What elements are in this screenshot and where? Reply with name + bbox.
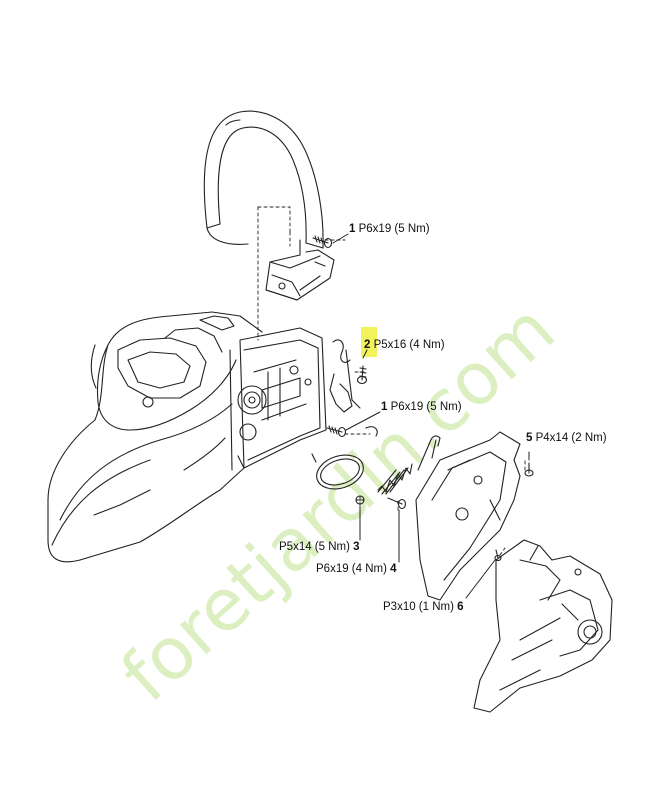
callout-3: P5x14 (5 Nm) 3	[279, 541, 360, 553]
screw-1-top	[312, 235, 333, 249]
callout-5: 5 P4x14 (2 Nm)	[526, 432, 607, 444]
brake-link	[417, 435, 441, 471]
screw-5	[524, 462, 534, 477]
callout-1-mid: 1 P6x19 (5 Nm)	[381, 401, 462, 413]
screw-4	[387, 497, 407, 510]
sprocket-cover-outer	[473, 539, 613, 713]
brake-band	[311, 453, 364, 490]
callout-4: P6x19 (4 Nm) 4	[316, 563, 397, 575]
sprocket-cover-inner	[415, 431, 521, 601]
leader-lines	[332, 233, 530, 599]
screw-6	[494, 549, 502, 562]
callout-6: P3x10 (1 Nm) 6	[383, 601, 464, 613]
main-housing	[47, 311, 327, 563]
screws	[312, 235, 534, 562]
highlight-callout-2	[361, 327, 377, 357]
screw-1-mid	[326, 425, 347, 438]
front-handle	[203, 110, 335, 301]
screw-3	[355, 495, 365, 505]
callout-1-top: 1 P6x19 (5 Nm)	[349, 223, 430, 235]
callout-2: 2 P5x16 (4 Nm)	[364, 339, 445, 351]
screw-2	[356, 365, 368, 385]
alignment-lines	[257, 206, 526, 556]
coil-spring	[377, 463, 413, 495]
brake-parts	[329, 339, 378, 437]
